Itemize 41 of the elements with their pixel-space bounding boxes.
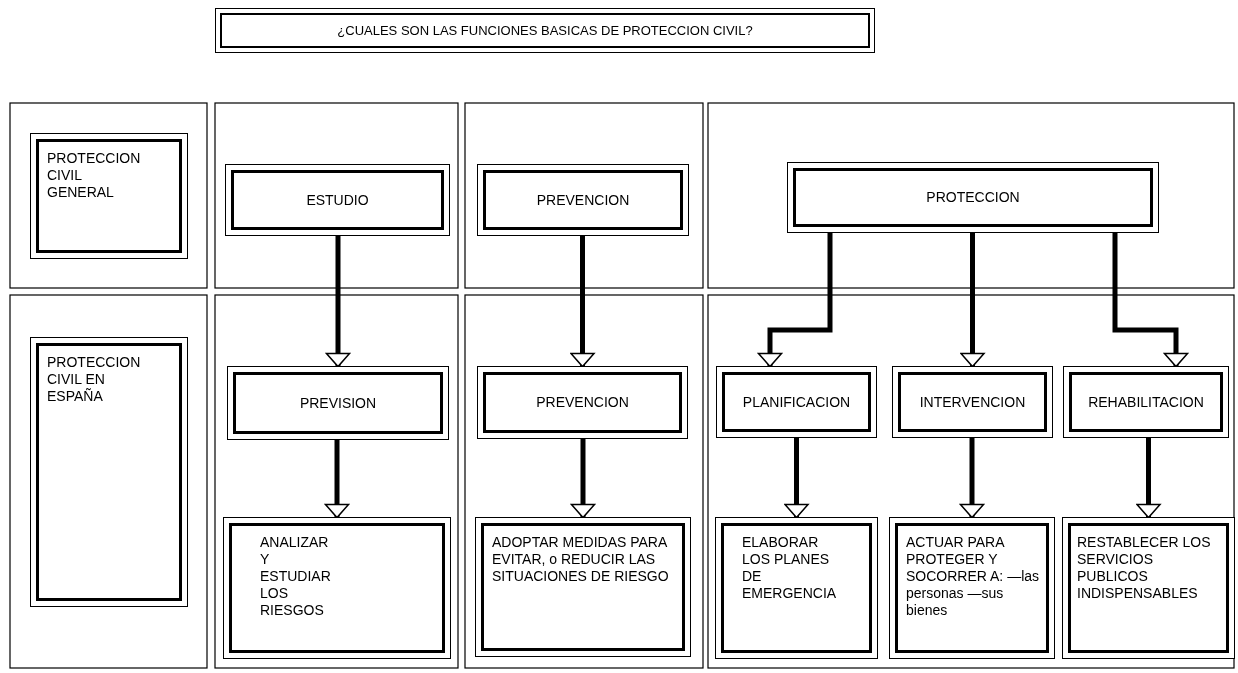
process-box — [30, 337, 188, 607]
box-label: PROTECCION — [926, 189, 1020, 206]
arrow — [325, 236, 351, 368]
process-box — [715, 517, 878, 659]
box-label: ELABORAR LOS PLANES DE EMERGENCIA — [742, 534, 837, 602]
process-box — [787, 162, 1159, 233]
process-box — [30, 133, 188, 259]
process-box — [477, 366, 688, 439]
box-label: INTERVENCION — [919, 393, 1026, 411]
arrow — [959, 438, 985, 519]
box-label: PROTECCION CIVIL GENERAL — [47, 150, 141, 201]
process-box — [223, 517, 451, 659]
arrow — [1112, 233, 1189, 368]
box-label: RESTABLECER LOS SERVICIOS PUBLICOS INDISPENSABLES — [1077, 534, 1212, 602]
box-label: PROTECCION CIVIL EN ESPAÑA — [47, 354, 141, 405]
process-box — [227, 366, 449, 440]
box-label: ADOPTAR MEDIDAS PARA EVITAR, o REDUCIR LAS SITUACIONES DE RIESGO — [492, 534, 670, 585]
box-label: PREVENCION — [536, 394, 629, 411]
process-box — [475, 517, 691, 657]
box-label: ESTUDIO — [306, 191, 369, 209]
process-box — [1062, 517, 1235, 659]
box-label: ANALIZAR Y ESTUDIAR LOS RIESGOS — [260, 534, 331, 619]
process-box — [716, 366, 877, 438]
box-label: ACTUAR PARA PROTEGER Y SOCORRER A: —las personas —sus bienes — [906, 534, 1041, 619]
process-box — [477, 164, 689, 236]
process-box — [889, 517, 1055, 659]
process-box — [225, 164, 450, 236]
box-label: PREVISION — [299, 394, 377, 412]
box-label: PLANIFICACION — [742, 393, 851, 411]
arrow — [570, 236, 595, 368]
arrow — [960, 233, 985, 368]
title-text: ¿CUALES SON LAS FUNCIONES BASICAS DE PROTECCION CIVIL? — [337, 23, 753, 38]
arrow — [784, 438, 809, 519]
arrow — [1136, 438, 1161, 519]
process-box — [892, 366, 1053, 438]
arrow — [324, 440, 350, 519]
arrow — [570, 439, 596, 519]
box-label: PREVENCION — [536, 191, 630, 209]
arrow — [757, 233, 833, 368]
box-label: REHABILITACION — [1088, 393, 1204, 411]
process-box — [1063, 366, 1229, 438]
